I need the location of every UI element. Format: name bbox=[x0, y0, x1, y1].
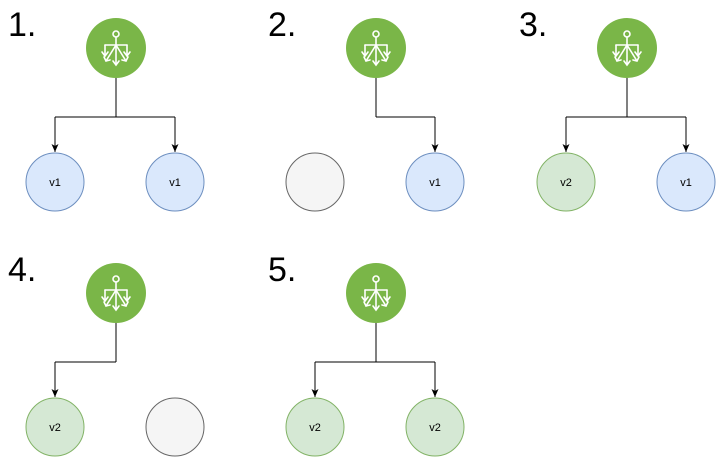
load-balancer-icon bbox=[101, 30, 131, 67]
step-5-number: 5. bbox=[268, 251, 296, 289]
server-circle bbox=[145, 397, 205, 457]
server-node-left: v2 bbox=[536, 152, 596, 212]
step-5-edges bbox=[311, 323, 439, 397]
step-3: 3. v2 bbox=[519, 6, 716, 212]
step-3-number: 3. bbox=[519, 6, 547, 44]
load-balancer-icon bbox=[361, 30, 391, 67]
step-1-edges bbox=[51, 78, 179, 152]
server-circle bbox=[405, 152, 465, 212]
server-circle bbox=[285, 397, 345, 457]
step-5: 5. v2 bbox=[268, 251, 465, 457]
server-version-label: v1 bbox=[429, 177, 441, 189]
server-circle bbox=[25, 397, 85, 457]
step-3-edges bbox=[562, 78, 690, 152]
step-1-number: 1. bbox=[8, 6, 36, 44]
server-node-right: v1 bbox=[656, 152, 716, 212]
step-4-edges bbox=[51, 323, 117, 397]
server-node-right bbox=[145, 397, 205, 457]
step-2-number: 2. bbox=[268, 6, 296, 44]
server-circle bbox=[536, 152, 596, 212]
server-node-left bbox=[285, 152, 345, 212]
server-version-label: v2 bbox=[309, 422, 321, 434]
server-node-right: v2 bbox=[405, 397, 465, 457]
step-2-edges bbox=[375, 78, 439, 152]
server-version-label: v2 bbox=[49, 422, 61, 434]
server-version-label: v1 bbox=[169, 177, 181, 189]
server-circle bbox=[285, 152, 345, 212]
server-version-label: v1 bbox=[49, 177, 61, 189]
load-balancer-icon bbox=[101, 275, 131, 312]
load-balancer bbox=[597, 18, 657, 78]
server-circle bbox=[25, 152, 85, 212]
load-balancer bbox=[346, 263, 406, 323]
server-circle bbox=[145, 152, 205, 212]
step-4-number: 4. bbox=[8, 251, 36, 289]
step-4: 4. v2 bbox=[8, 251, 205, 457]
server-node-right: v1 bbox=[145, 152, 205, 212]
load-balancer bbox=[86, 18, 146, 78]
load-balancer bbox=[346, 18, 406, 78]
server-node-right: v1 bbox=[405, 152, 465, 212]
load-balancer-icon bbox=[612, 30, 642, 67]
load-balancer-icon bbox=[361, 275, 391, 312]
server-node-left: v2 bbox=[25, 397, 85, 457]
step-1: 1. v1 bbox=[8, 6, 205, 212]
server-circle bbox=[405, 397, 465, 457]
load-balancer bbox=[86, 263, 146, 323]
step-2: 2. v1 bbox=[268, 6, 465, 212]
server-version-label: v2 bbox=[560, 177, 572, 189]
server-version-label: v1 bbox=[680, 177, 692, 189]
server-node-left: v2 bbox=[285, 397, 345, 457]
server-version-label: v2 bbox=[429, 422, 441, 434]
server-circle bbox=[656, 152, 716, 212]
server-node-left: v1 bbox=[25, 152, 85, 212]
